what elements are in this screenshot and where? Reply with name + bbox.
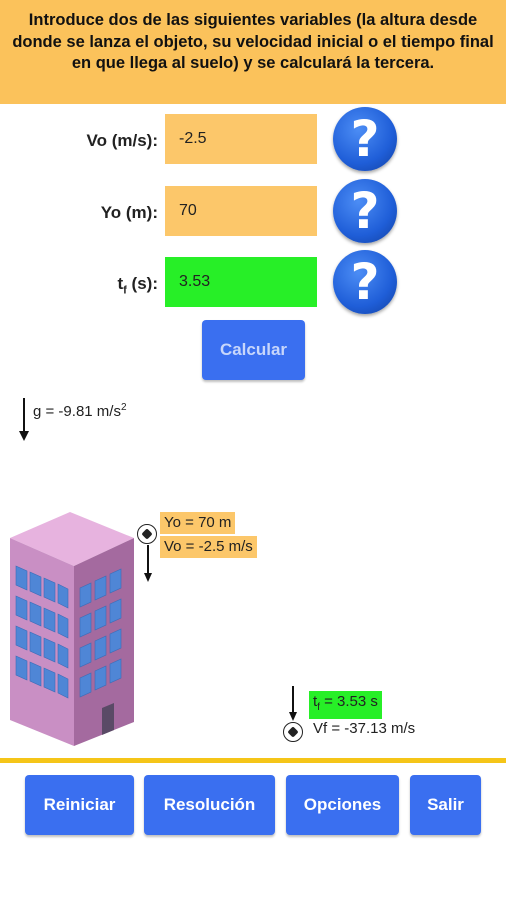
time-arrow-icon [289, 686, 297, 721]
calculate-button[interactable]: Calcular [202, 320, 305, 380]
gravity-label: g = -9.81 m/s2 [33, 402, 127, 420]
tf-help-button[interactable]: ? [333, 250, 397, 314]
yo-label: Yo (m): [100, 203, 158, 222]
instructions-banner: Introduce dos de las siguientes variable… [0, 0, 506, 104]
vo-label: Vo (m/s): [86, 131, 158, 150]
tf-input[interactable] [165, 257, 317, 307]
building-image [10, 512, 134, 746]
reset-button[interactable]: Reiniciar [25, 775, 134, 835]
instructions-text: Introduce dos de las siguientes variable… [12, 11, 494, 72]
velocity-arrow-icon [144, 545, 152, 582]
options-button[interactable]: Opciones [286, 775, 399, 835]
exit-button[interactable]: Salir [410, 775, 481, 835]
resolution-button[interactable]: Resolución [144, 775, 275, 835]
initial-height-tag: Yo = 70 m [160, 512, 236, 534]
question-mark-icon: ? [350, 182, 380, 240]
tf-label: tf (s): [117, 274, 158, 297]
final-velocity-tag: Vf = -37.13 m/s [313, 720, 416, 737]
question-mark-icon: ? [350, 110, 380, 168]
yo-help-button[interactable]: ? [333, 179, 397, 243]
ball-icon [283, 722, 303, 742]
question-mark-icon: ? [350, 253, 380, 311]
gravity-arrow-icon [19, 398, 29, 441]
ball-icon [137, 524, 157, 544]
final-time-tag: tf = 3.53 s [309, 691, 382, 719]
vo-help-button[interactable]: ? [333, 107, 397, 171]
yo-input[interactable] [165, 186, 317, 236]
vo-input[interactable] [165, 114, 317, 164]
divider [0, 758, 506, 763]
initial-velocity-tag: Vo = -2.5 m/s [160, 536, 257, 558]
